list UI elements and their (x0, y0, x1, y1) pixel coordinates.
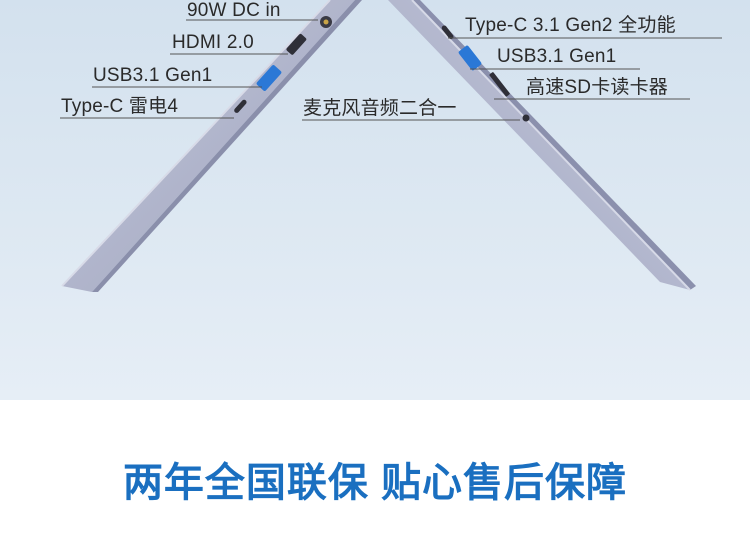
port-label-type-c-gen2: Type-C 3.1 Gen2 全功能 (465, 15, 676, 36)
port-label-hdmi: HDMI 2.0 (172, 32, 254, 53)
leader-lines (60, 19, 722, 121)
port-label-dc-in: 90W DC in (187, 0, 281, 21)
laptop-illustration (60, 0, 722, 292)
port-label-sd-reader: 高速SD卡读卡器 (526, 77, 668, 98)
port-label-type-c-tb4: Type-C 雷电4 (61, 96, 179, 117)
hdmi-port-icon (286, 33, 307, 55)
usb-port-icon (256, 65, 282, 91)
laptop-left-half (61, 0, 362, 292)
product-hero: 90W DC in HDMI 2.0 USB3.1 Gen1 Type-C 雷电… (0, 0, 750, 400)
warranty-section (0, 400, 750, 550)
port-label-usb-right: USB3.1 Gen1 (497, 46, 617, 67)
type-c-port-icon (234, 99, 247, 113)
port-label-audio-combo: 麦克风音频二合一 (303, 98, 457, 119)
type-c-full-port-icon (441, 25, 454, 40)
audio-jack-icon (522, 114, 530, 122)
laptop-right-half (388, 0, 696, 291)
usb-port-icon-right (458, 45, 482, 71)
sd-card-slot-icon (489, 72, 510, 97)
warranty-slogan: 两年全国联保 贴心售后保障 (122, 461, 628, 505)
port-label-usb-left: USB3.1 Gen1 (93, 65, 213, 86)
